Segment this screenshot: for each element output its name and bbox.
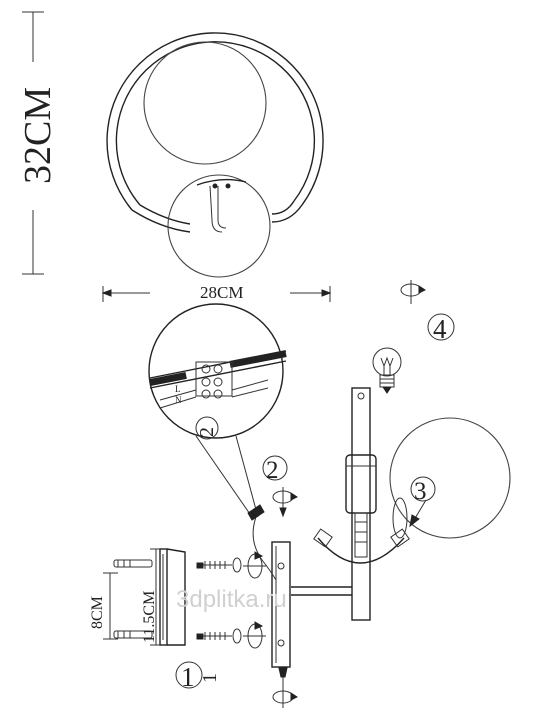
dimension-height: 32CM	[17, 11, 59, 275]
dimension-screws: 8CM	[89, 572, 118, 640]
step-1-suffix: 1	[199, 673, 221, 683]
lamp-front-view	[106, 32, 324, 278]
width-label: 28CM	[200, 283, 243, 302]
height-label: 32CM	[17, 87, 59, 184]
step-3-circle	[410, 476, 436, 502]
screw-spacing-label: 8CM	[89, 596, 106, 629]
bottom-screw	[272, 667, 298, 708]
rotate-icon	[400, 280, 426, 304]
step-2a-circle	[195, 416, 219, 440]
step-2-circle	[262, 455, 288, 481]
screw-icon	[196, 557, 242, 644]
step-2-label: 2	[266, 457, 279, 484]
step-3-label: 3	[414, 478, 427, 505]
rotate-icon-2	[272, 487, 298, 518]
step-1-circle	[175, 661, 203, 689]
lamp-side-view	[291, 387, 511, 621]
wire-terminal-block: L N	[148, 303, 287, 518]
step-2a-label: 2	[196, 427, 218, 437]
rotate-icon-bracket	[243, 551, 266, 649]
terminal-label-L: L	[175, 384, 181, 394]
dimension-bracket: 11.5CM	[141, 548, 160, 646]
terminal-label-N: N	[175, 395, 182, 405]
watermark: 3dplitka.ru	[176, 586, 287, 613]
step-3-arrow	[413, 499, 427, 521]
wall-anchors	[113, 559, 153, 639]
bracket-height-label: 11.5CM	[141, 591, 158, 643]
wall-plate	[247, 504, 291, 668]
step-1-label: 1	[181, 662, 195, 692]
mounting-bracket	[159, 548, 186, 646]
step-4-label: 4	[433, 314, 447, 344]
step-4-circle	[427, 313, 455, 341]
bulb-icon	[372, 347, 402, 394]
dimension-width: 28CM	[101, 283, 332, 302]
